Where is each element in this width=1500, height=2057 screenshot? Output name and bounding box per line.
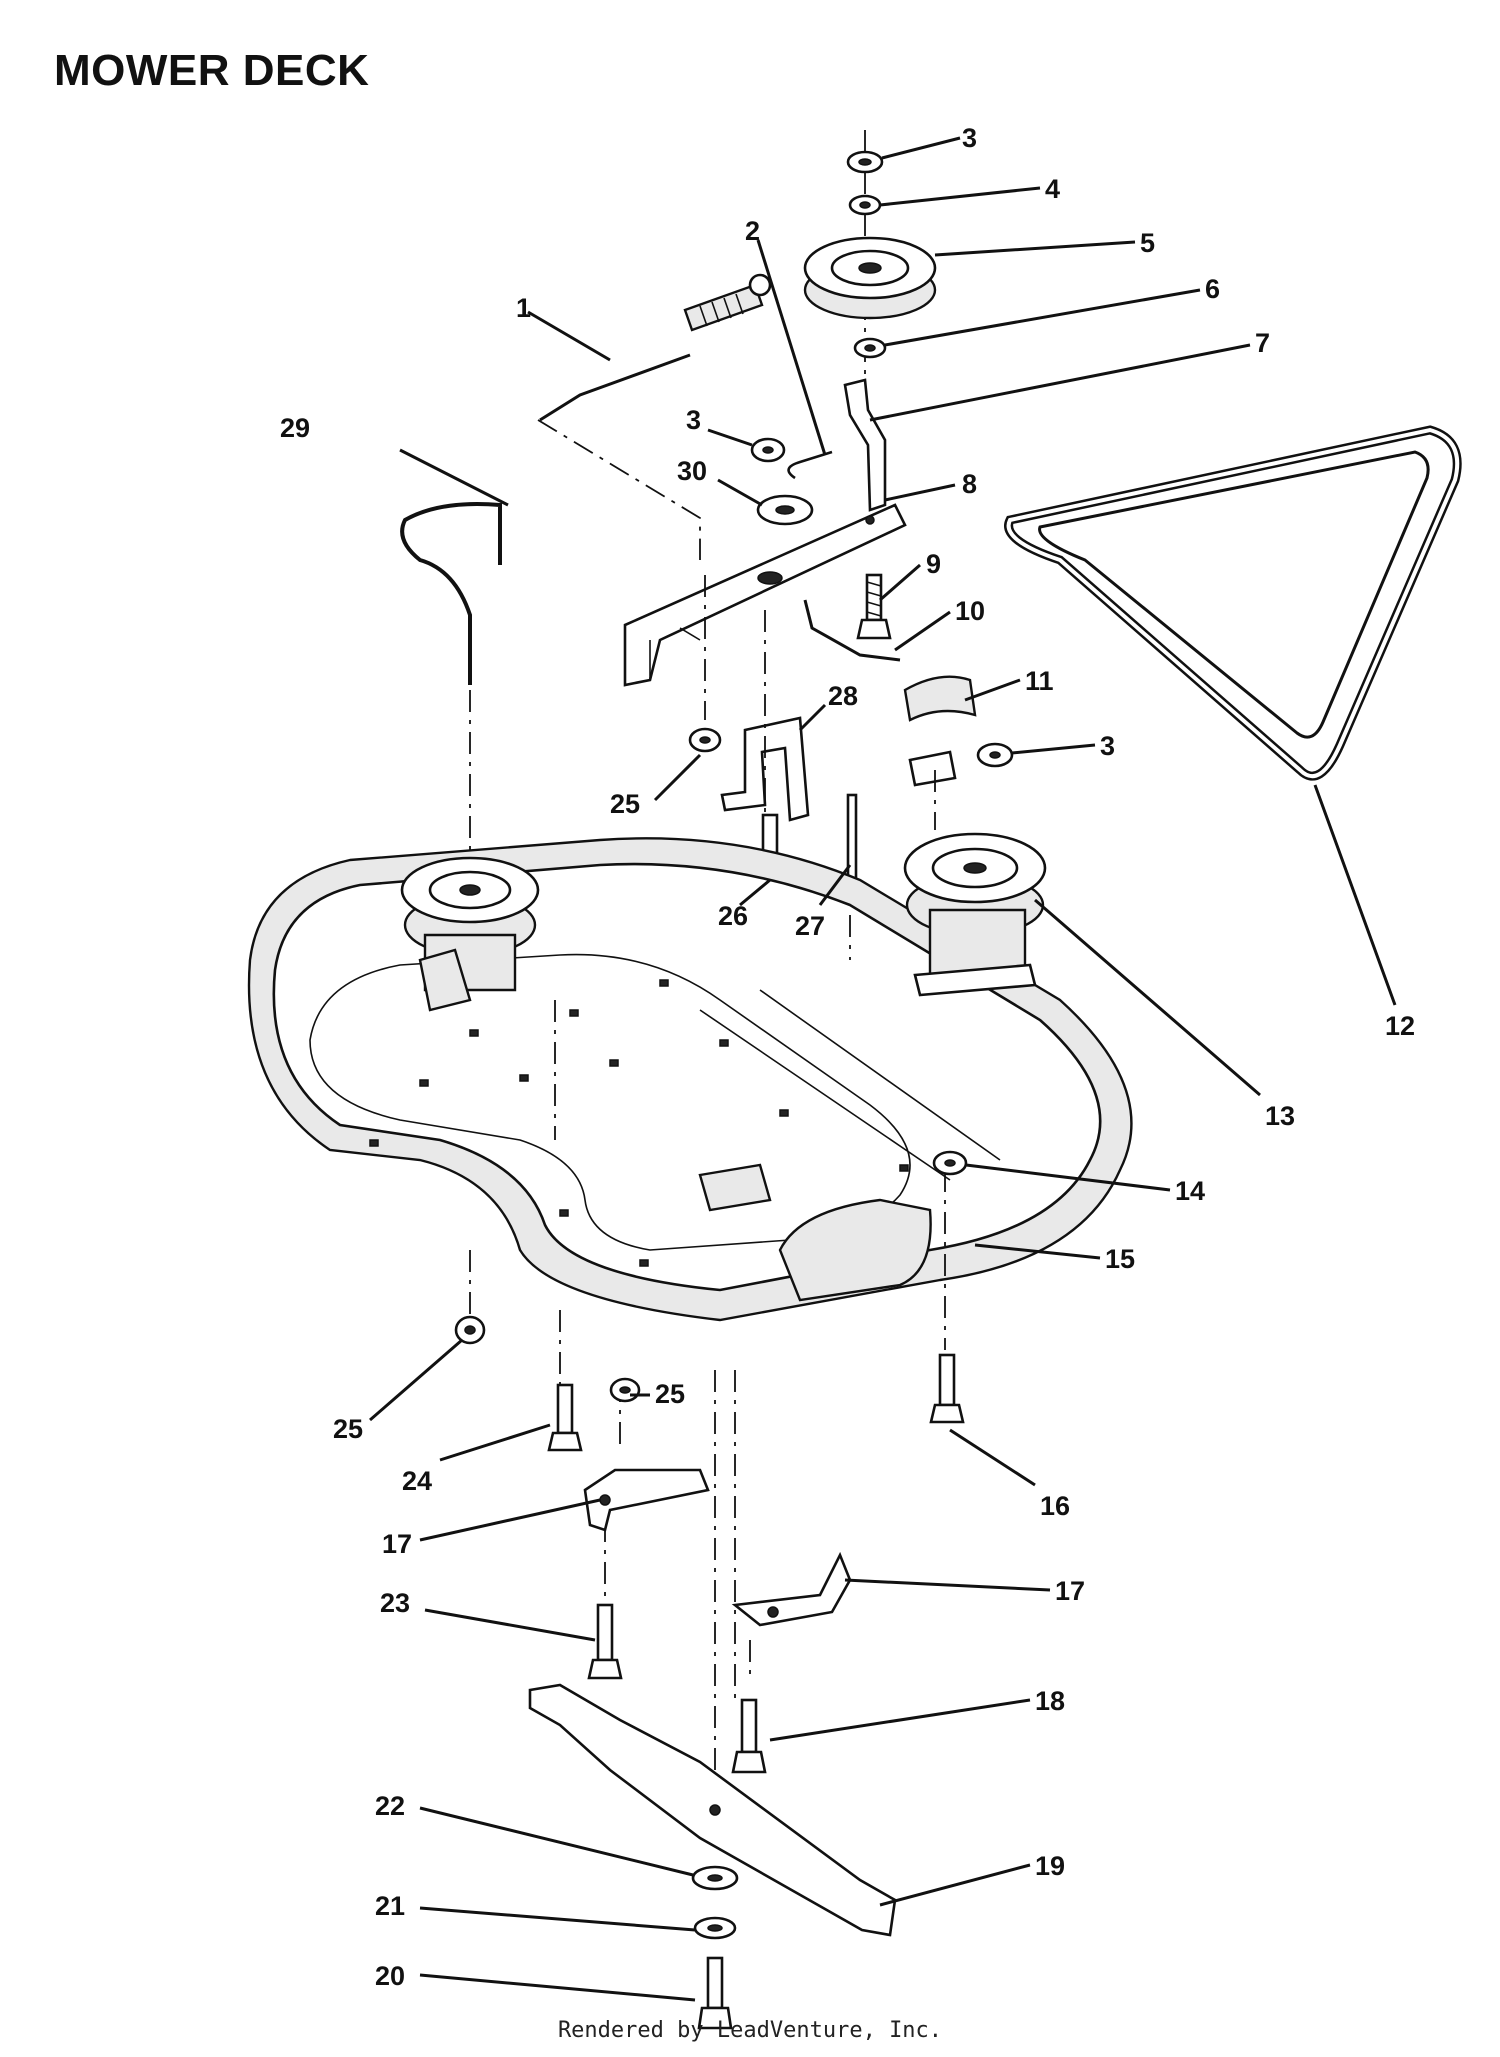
belt-shield	[903, 675, 977, 722]
callout-14: 14	[1175, 1176, 1205, 1206]
callout-4: 4	[1045, 174, 1060, 204]
shield-bracket	[908, 750, 957, 787]
callout-17: 17	[1055, 1576, 1085, 1606]
callout-25: 25	[655, 1379, 685, 1409]
deck-holes	[369, 979, 909, 1267]
bolt	[731, 1698, 767, 1774]
bolt	[929, 1353, 965, 1424]
callout-10: 10	[955, 596, 985, 626]
callout-12: 12	[1385, 1011, 1415, 1041]
callout-17: 17	[382, 1529, 412, 1559]
tension-spring	[537, 273, 772, 560]
hex-bolt	[856, 573, 892, 640]
callout-15: 15	[1105, 1244, 1135, 1274]
callout-23: 23	[380, 1588, 410, 1618]
callout-18: 18	[1035, 1686, 1065, 1716]
callout-25: 25	[610, 789, 640, 819]
callout-3: 3	[962, 123, 977, 153]
callout-20: 20	[375, 1961, 405, 1991]
bolt	[547, 1383, 583, 1452]
idler-bracket	[623, 503, 907, 687]
idler-hardware-stack	[803, 130, 937, 420]
callout-11: 11	[1025, 666, 1054, 696]
callout-3: 3	[686, 405, 701, 435]
callout-26: 26	[718, 901, 748, 931]
callout-6: 6	[1205, 274, 1220, 304]
callout-24: 24	[402, 1466, 432, 1496]
callout-28: 28	[828, 681, 858, 711]
callout-22: 22	[375, 1791, 405, 1821]
callout-21: 21	[375, 1891, 405, 1921]
callout-2: 2	[745, 216, 760, 246]
callout-1: 1	[516, 293, 531, 323]
callout-3: 3	[1100, 731, 1115, 761]
right-spindle-pulley	[903, 832, 1047, 997]
callout-19: 19	[1035, 1851, 1065, 1881]
callout-7: 7	[1255, 328, 1270, 358]
callout-30: 30	[677, 456, 707, 486]
callout-5: 5	[1140, 228, 1155, 258]
callout-8: 8	[962, 469, 977, 499]
deck-lift-rod	[400, 502, 502, 685]
center-bracket	[720, 716, 810, 822]
callout-labels: 1 2 3 3 3 4 5 6 7 8 9 10 11 12 13 14 15 …	[280, 123, 1415, 1991]
callout-9: 9	[926, 549, 941, 579]
footer-credit: Rendered by LeadVenture, Inc.	[557, 2018, 943, 2043]
idler-arm	[843, 378, 887, 512]
callout-13: 13	[1265, 1101, 1295, 1131]
left-spindle-pulley	[400, 856, 540, 1012]
drive-belt	[1004, 425, 1462, 781]
page-title: MOWER DECK	[54, 46, 370, 95]
idler-pulley	[803, 236, 937, 320]
bolt	[587, 1603, 623, 1680]
leader-lines	[369, 136, 1397, 2002]
baffle-left	[583, 1468, 710, 1532]
callout-25: 25	[333, 1414, 363, 1444]
callout-27: 27	[795, 911, 825, 941]
callout-29: 29	[280, 413, 310, 443]
baffle-right	[731, 1551, 852, 1627]
callout-16: 16	[1040, 1491, 1070, 1521]
hair-pin	[787, 450, 833, 480]
blade-bolt	[697, 1956, 733, 2030]
